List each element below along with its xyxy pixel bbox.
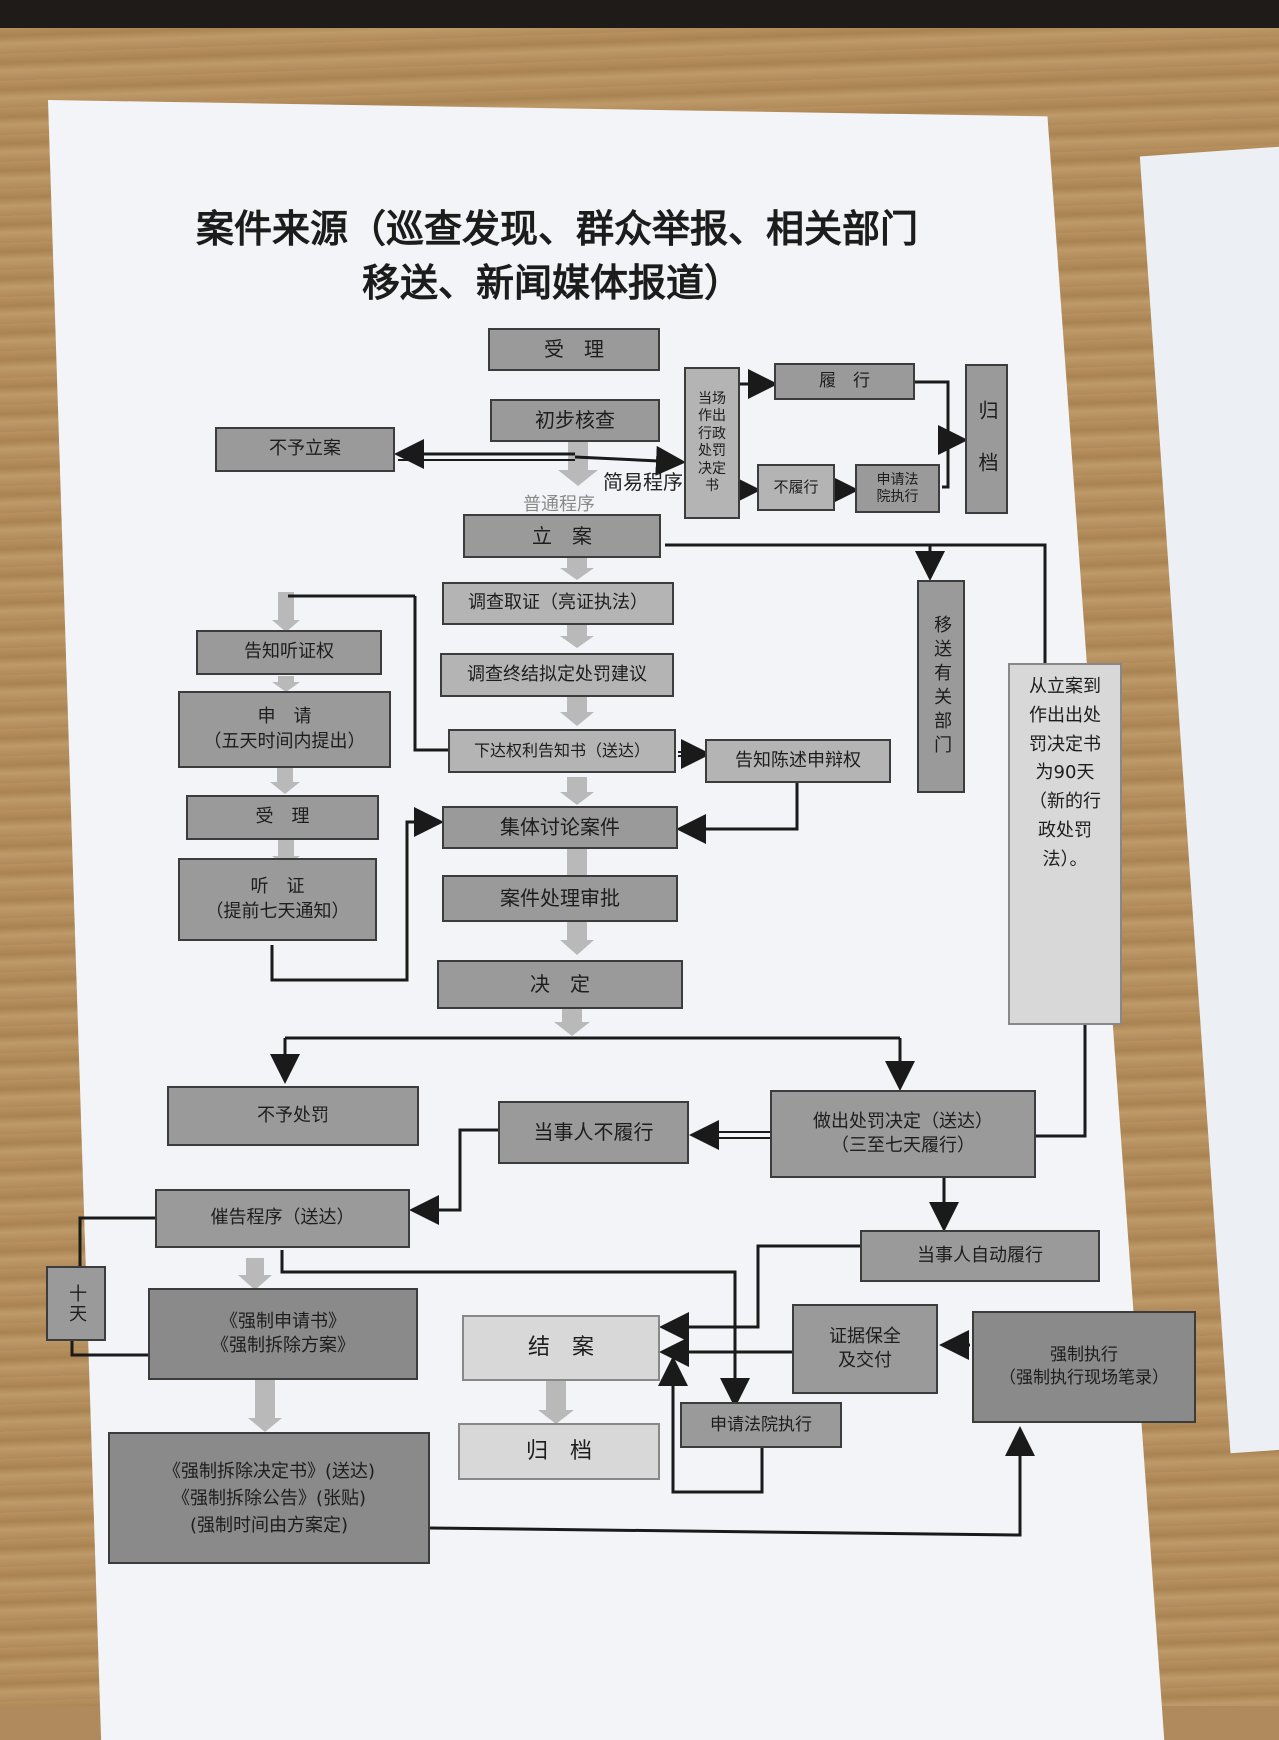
hearing-accept-box: 受 理 — [186, 795, 379, 840]
file-case-box: 立 案 — [463, 514, 661, 558]
no-case-filed-box: 不予立案 — [215, 427, 395, 472]
case-approval-box: 案件处理审批 — [442, 875, 678, 922]
simple-court-execution-box: 申请法 院执行 — [855, 464, 940, 513]
deadline-note-box: 从立案到作出出处罚决定书为90天（新的行政处罚法）。 — [1008, 663, 1122, 1025]
simple-comply-box: 履 行 — [774, 363, 915, 400]
no-penalty-box: 不予处罚 — [167, 1086, 419, 1146]
penalty-decision-line2: （三至七天履行） — [831, 1135, 975, 1156]
evidence-preservation-box: 证据保全 及交付 — [792, 1304, 938, 1394]
archive-box: 归 档 — [458, 1423, 660, 1480]
hearing-right-notice-box: 告知听证权 — [196, 630, 382, 675]
statement-defense-right-box: 告知陈述申辩权 — [705, 739, 891, 783]
forced-execution-line1: 强制执行 — [1050, 1345, 1118, 1366]
simple-archive-box: 归 档 — [965, 364, 1008, 514]
court-execution-box: 申请法院执行 — [680, 1402, 842, 1448]
hearing-application-box: 申 请 （五天时间内提出） — [178, 691, 391, 768]
hearing-application-line2: （五天时间内提出） — [203, 730, 366, 752]
demolition-decision-line1: 《强制拆除决定书》(送达) — [162, 1460, 376, 1482]
enforcement-application-box: 《强制申请书》 《强制拆除方案》 — [148, 1288, 418, 1380]
flowchart-title-line2: 移送、新闻媒体报道） — [362, 260, 743, 305]
collective-discussion-box: 集体讨论案件 — [442, 806, 678, 849]
party-not-comply-box: 当事人不履行 — [498, 1101, 689, 1164]
forced-execution-box: 强制执行 （强制执行现场笔录） — [972, 1311, 1196, 1423]
flowchart-title-line1: 案件来源（巡查发现、群众举报、相关部门 — [196, 206, 919, 251]
urge-procedure-box: 催告程序（送达） — [155, 1189, 410, 1248]
onsite-penalty-decision-box: 当场作出行政处罚决定书 — [684, 367, 740, 519]
demolition-decision-box: 《强制拆除决定书》(送达) 《强制拆除公告》(张贴) (强制时间由方案定) — [108, 1432, 430, 1564]
hearing-application-line1: 申 请 — [257, 706, 312, 728]
laptop-edge — [0, 0, 1279, 28]
evidence-preservation-line1: 证据保全 — [829, 1325, 901, 1347]
hearing-line1: 听 证 — [250, 876, 305, 898]
hearing-line2: （提前七天通知） — [205, 900, 350, 922]
simple-procedure-label: 简易程序 — [603, 470, 683, 494]
decision-box: 决 定 — [437, 960, 683, 1009]
transfer-departments-box: 移送有关部门 — [917, 580, 965, 793]
demolition-decision-line3: (强制时间由方案定) — [189, 1514, 349, 1536]
ten-days-box: 十天 — [46, 1266, 106, 1341]
simple-archive-text: 归 档 — [975, 400, 999, 478]
party-self-comply-box: 当事人自动履行 — [860, 1230, 1100, 1282]
penalty-decision-box: 做出处罚决定（送达） （三至七天履行） — [770, 1090, 1036, 1178]
normal-procedure-label: 普通程序 — [523, 494, 595, 515]
accept-box: 受 理 — [488, 328, 660, 371]
simple-court-execution-line2: 院执行 — [876, 488, 919, 505]
enforcement-application-line1: 《强制申请书》 — [220, 1310, 346, 1332]
evidence-preservation-line2: 及交付 — [838, 1350, 892, 1371]
simple-not-comply-box: 不履行 — [757, 464, 835, 511]
investigation-conclusion-box: 调查终结拟定处罚建议 — [440, 653, 674, 697]
investigation-box: 调查取证（亮证执法） — [442, 582, 674, 625]
rights-notice-box: 下达权利告知书（送达） — [448, 729, 676, 773]
transfer-departments-text: 移送有关部门 — [931, 614, 953, 759]
enforcement-application-line2: 《强制拆除方案》 — [211, 1335, 355, 1356]
ten-days-text: 十天 — [66, 1283, 88, 1324]
simple-court-execution-line1: 申请法 — [876, 471, 919, 488]
hearing-box: 听 证 （提前七天通知） — [178, 858, 377, 941]
preliminary-check-box: 初步核查 — [490, 399, 660, 442]
penalty-decision-line1: 做出处罚决定（送达） — [813, 1110, 993, 1132]
case-closed-box: 结 案 — [462, 1315, 660, 1381]
forced-execution-line2: （强制执行现场笔录） — [999, 1368, 1169, 1388]
demolition-decision-line2: 《强制拆除公告》(张贴) — [171, 1487, 367, 1509]
